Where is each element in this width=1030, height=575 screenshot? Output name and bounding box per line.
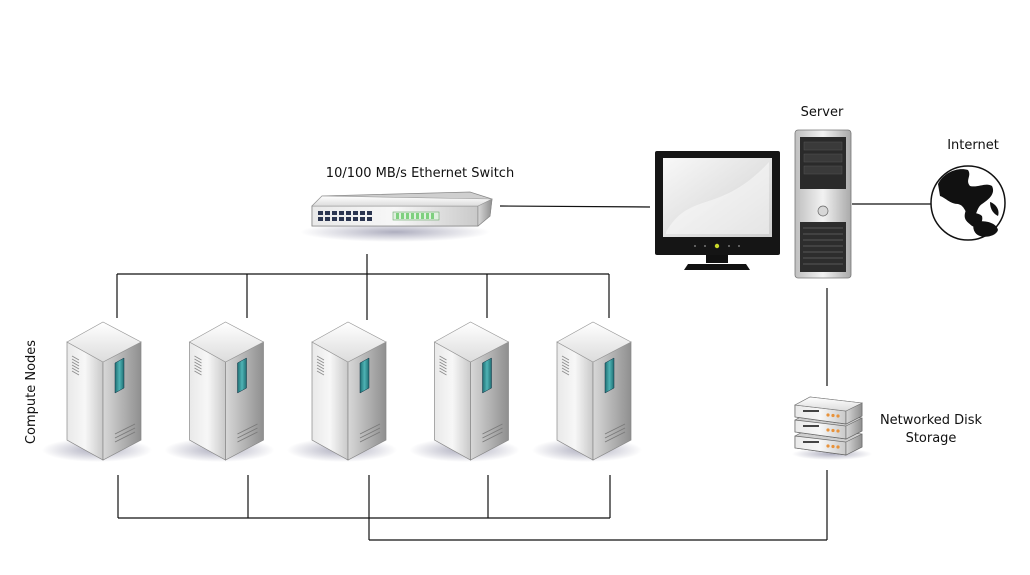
compute-nodes	[42, 321, 642, 462]
disk-storage-icon	[792, 396, 872, 460]
server-rack-icon	[287, 321, 397, 462]
link-switch-monitor	[499, 205, 651, 208]
server-label: Server	[801, 105, 844, 120]
server-rack-icon	[42, 321, 152, 462]
storage-label-line1: Networked Disk	[880, 413, 983, 428]
server-rack-icon	[409, 321, 520, 462]
tower-server-icon	[794, 129, 852, 279]
switch-label: 10/100 MB/s Ethernet Switch	[326, 166, 514, 181]
compute-nodes-label: Compute Nodes	[24, 340, 39, 444]
switch-leds	[396, 213, 434, 219]
switch-ports	[318, 211, 372, 221]
server-rack-icon	[164, 321, 275, 462]
storage-unit-1	[794, 396, 864, 425]
server-rack-icon	[532, 321, 642, 462]
monitor-icon	[655, 151, 780, 270]
globe-icon	[930, 165, 1006, 241]
connection-lines	[116, 203, 932, 541]
internet-label: Internet	[947, 138, 999, 153]
network-switch-icon	[300, 191, 493, 242]
storage-label-line2: Storage	[906, 431, 957, 446]
